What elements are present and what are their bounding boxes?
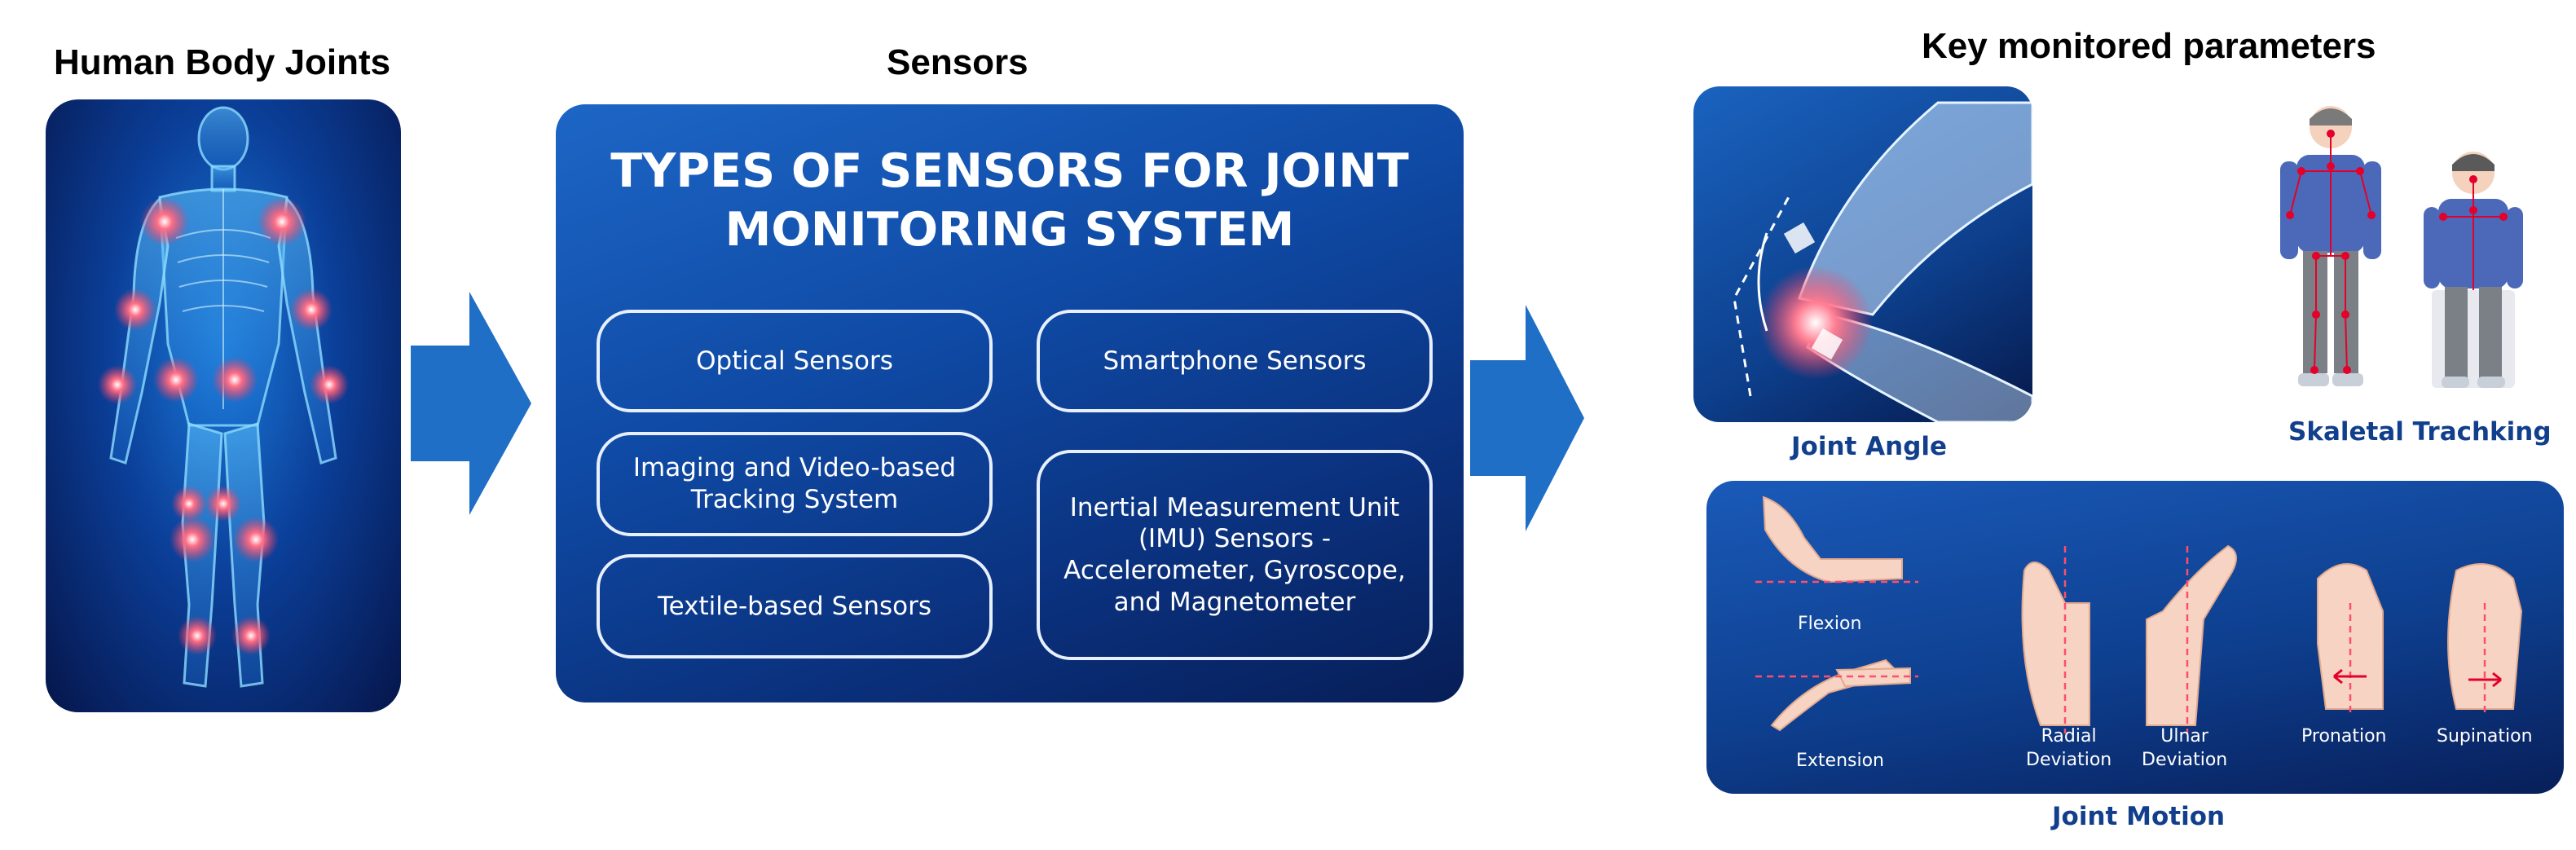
- joint-angle-image: [1693, 86, 2032, 422]
- arrow-right-icon: [411, 292, 531, 515]
- sensor-optical: Optical Sensors: [597, 310, 993, 412]
- seated-person-icon: [2424, 152, 2523, 388]
- sensor-textile: Textile-based Sensors: [597, 554, 993, 658]
- radial-label-line1: Radial: [2041, 726, 2097, 747]
- motion-ulnar-deviation-label: Ulnar Deviation: [2142, 725, 2227, 772]
- sensors-section-title: Sensors: [887, 42, 1028, 82]
- human-body-figure: [98, 106, 349, 688]
- knee-joint-illustration: [1733, 101, 2032, 422]
- sensor-imu: Inertial Measurement Unit (IMU) Sensors …: [1037, 450, 1433, 660]
- joints-section-title: Human Body Joints: [54, 42, 391, 82]
- joint-angle-caption: Joint Angle: [1791, 432, 1948, 461]
- radial-label-line2: Deviation: [2026, 749, 2112, 770]
- sensors-panel: TYPES OF SENSORS FOR JOINT MONITORING SY…: [556, 104, 1464, 702]
- ulnar-label-line1: Ulnar: [2160, 726, 2208, 747]
- sensors-heading-line2: MONITORING SYSTEM: [724, 203, 1295, 257]
- standing-person-icon: [2280, 106, 2381, 386]
- sensors-heading-line1: TYPES OF SENSORS FOR JOINT: [610, 144, 1409, 198]
- sensors-panel-heading: TYPES OF SENSORS FOR JOINT MONITORING SY…: [556, 142, 1464, 259]
- arrow-right-icon: [1470, 305, 1584, 531]
- joint-motion-caption: Joint Motion: [2052, 802, 2226, 831]
- parameters-section-title: Key monitored parameters: [1922, 26, 2376, 66]
- sensor-imaging-video: Imaging and Video-based Tracking System: [597, 432, 993, 536]
- ulnar-label-line2: Deviation: [2142, 749, 2228, 770]
- motion-supination-label: Supination: [2437, 726, 2533, 747]
- motion-radial-deviation-label: Radial Deviation: [2026, 725, 2111, 772]
- sensor-smartphone: Smartphone Sensors: [1037, 310, 1433, 412]
- motion-extension-label: Extension: [1796, 751, 1885, 771]
- hand-gesture-icon: [1755, 495, 2523, 733]
- motion-pronation-label: Pronation: [2301, 726, 2387, 747]
- human-body-panel: [46, 99, 401, 712]
- skeletal-tracking-caption: Skaletal Trachking: [2288, 417, 2552, 447]
- joint-motion-panel: Flexion Extension Radial Deviation Ulnar…: [1706, 481, 2564, 794]
- motion-flexion-label: Flexion: [1798, 614, 1862, 634]
